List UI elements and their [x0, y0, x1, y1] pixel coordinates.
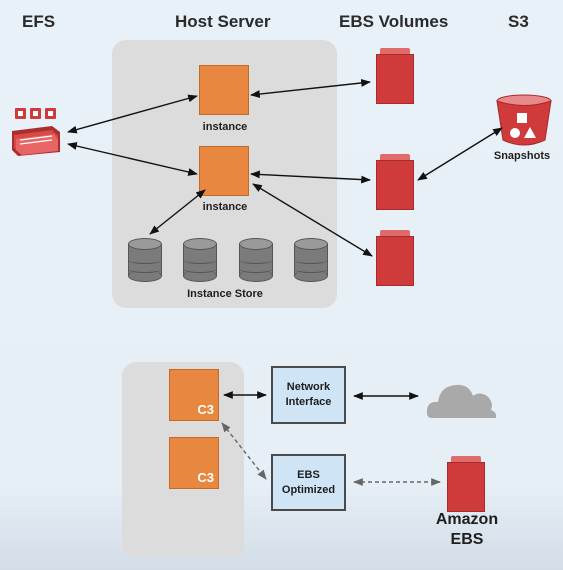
network-interface-box[interactable]: Network Interface	[271, 366, 346, 424]
arrow-instance2-vol3	[252, 183, 373, 257]
snapshots-label: Snapshots	[493, 150, 551, 162]
instance-chip-2[interactable]	[199, 146, 249, 196]
arrow-vol2-s3	[417, 127, 503, 181]
arrow-efs-instance1	[67, 94, 198, 134]
instance-chip-1[interactable]	[199, 65, 249, 115]
instance-store-disk-2	[183, 238, 217, 282]
instance-label-1: instance	[202, 121, 248, 133]
instance-store-label: Instance Store	[187, 288, 263, 300]
c3-label-1: C3	[197, 402, 214, 417]
ebs-volumes-header: EBS Volumes	[339, 12, 449, 31]
arrow-instance1-vol1	[250, 79, 371, 98]
ebs-optimized-box[interactable]: EBS Optimized	[271, 454, 346, 511]
instance-label-2: instance	[202, 201, 248, 213]
ebs-volume-2[interactable]	[376, 154, 414, 210]
arrow-instance2-store	[149, 189, 206, 235]
efs-folders-icon[interactable]	[12, 108, 60, 156]
instance-store-disk-1	[128, 238, 162, 282]
arrow-c3-ebs-optimized	[221, 422, 267, 480]
s3-header: S3	[508, 12, 529, 31]
s3-bucket-icon[interactable]	[496, 94, 552, 146]
cloud-icon[interactable]	[426, 384, 497, 418]
ebs-volume-1[interactable]	[376, 48, 414, 104]
c3-instance-1[interactable]: C3	[169, 369, 219, 421]
arrow-instance2-vol2	[250, 170, 371, 184]
amazon-ebs-label: Amazon EBS	[425, 510, 509, 550]
ebs-volume-3[interactable]	[376, 230, 414, 286]
amazon-ebs-line2: EBS	[450, 531, 484, 548]
arrow-efs-instance2	[67, 142, 198, 176]
c3-label-2: C3	[197, 470, 214, 485]
amazon-ebs-line1: Amazon	[435, 511, 499, 528]
network-interface-label: Network Interface	[285, 381, 332, 408]
c3-instance-2[interactable]: C3	[169, 437, 219, 489]
amazon-ebs-volume[interactable]	[447, 456, 485, 512]
host-server-header: Host Server	[175, 12, 271, 31]
efs-header: EFS	[22, 12, 56, 31]
ebs-optimized-label: EBS Optimized	[281, 468, 336, 496]
